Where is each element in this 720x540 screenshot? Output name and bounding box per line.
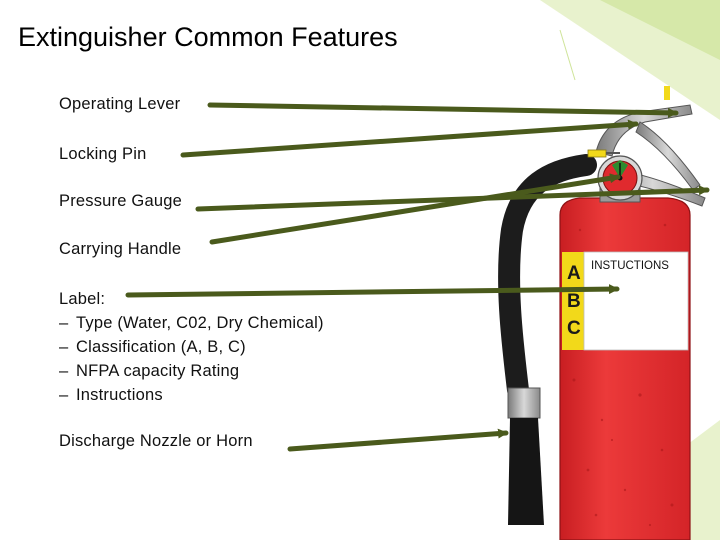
cylinder — [559, 197, 691, 540]
discharge-nozzle — [508, 418, 544, 525]
label-panel-yellow — [562, 252, 584, 350]
dash-marker: – — [59, 314, 69, 332]
arrow-carrying-handle — [209, 173, 621, 245]
class-letter-a: A — [567, 263, 581, 284]
label-item-classification: –Classification (A, B, C) — [59, 335, 324, 359]
label-item-text: Type (Water, C02, Dry Chemical) — [76, 314, 324, 332]
class-letter-b: B — [567, 291, 581, 312]
pin-tab — [664, 86, 670, 100]
label-item-text: Instructions — [76, 386, 163, 404]
arrow-locking-pin — [180, 119, 639, 158]
label-item-type: –Type (Water, C02, Dry Chemical) — [59, 311, 324, 335]
locking-pin — [587, 149, 607, 158]
label-carrying-handle: Carrying Handle — [59, 240, 182, 258]
dash-marker: – — [59, 362, 69, 380]
pointer-arrows — [125, 102, 710, 452]
arrow-label — [125, 284, 620, 298]
label-item-instructions: –Instructions — [59, 383, 324, 407]
dash-marker: – — [59, 386, 69, 404]
instructions-text: INSTUCTIONS — [591, 260, 669, 272]
label-discharge-nozzle: Discharge Nozzle or Horn — [59, 432, 253, 450]
arrow-operating-lever — [207, 102, 679, 118]
label-locking-pin: Locking Pin — [59, 145, 147, 163]
page-title: Extinguisher Common Features — [18, 22, 398, 52]
label-item-text: Classification (A, B, C) — [76, 338, 246, 356]
label-heading: Label: — [59, 290, 106, 308]
label-panel-white — [583, 251, 689, 351]
arrow-pressure-gauge — [195, 185, 710, 212]
arrow-discharge — [287, 428, 509, 452]
label-operating-lever: Operating Lever — [59, 95, 181, 113]
label-item-rating: –NFPA capacity Rating — [59, 359, 324, 383]
hose-collar — [507, 387, 541, 419]
dash-marker: – — [59, 338, 69, 356]
class-letter-c: C — [567, 318, 581, 339]
label-pressure-gauge: Pressure Gauge — [59, 192, 182, 210]
label-features-list: Label: –Type (Water, C02, Dry Chemical) … — [59, 287, 324, 407]
cylinder-texture — [572, 223, 674, 527]
hose — [498, 154, 597, 401]
label-item-text: NFPA capacity Rating — [76, 362, 240, 380]
